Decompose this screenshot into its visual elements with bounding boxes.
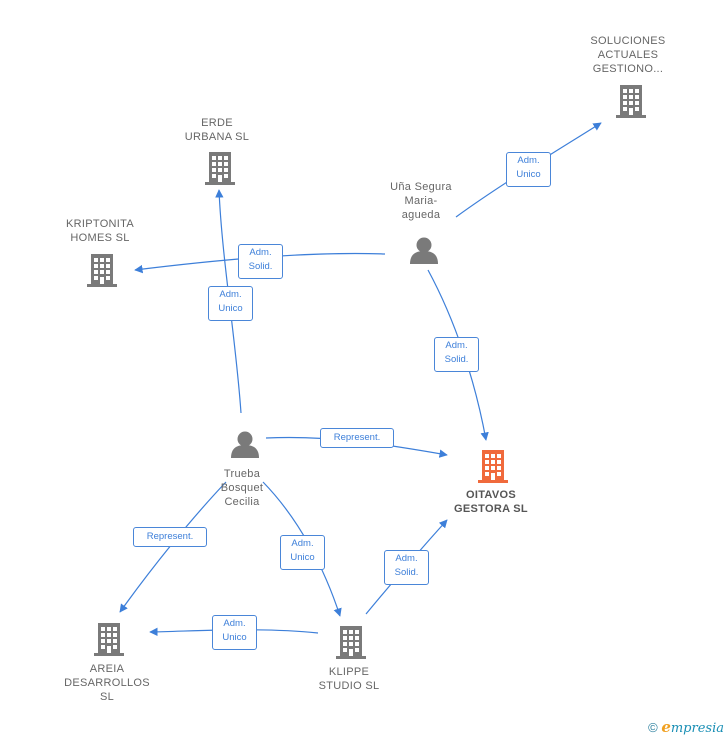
copyright-icon: © <box>648 720 658 735</box>
node-label-soluciones[interactable]: SOLUCIONES ACTUALES GESTIONO... <box>590 35 666 75</box>
footer-brand[interactable]: © empresia <box>648 718 724 736</box>
edge-label-klippe-oitavos[interactable]: Adm. Solid. <box>384 550 429 585</box>
oitavos-building-icon[interactable] <box>478 450 508 483</box>
klippe-building-icon[interactable] <box>336 626 366 659</box>
areia-building-icon[interactable] <box>94 623 124 656</box>
edge-label-una-kriptonita[interactable]: Adm. Solid. <box>238 244 283 279</box>
edge-label-klippe-areia[interactable]: Adm. Unico <box>212 615 257 650</box>
node-label-oitavos[interactable]: OITAVOS GESTORA SL <box>454 489 528 515</box>
edge-label-trueba-klippe[interactable]: Adm. Unico <box>280 535 325 570</box>
empresia-logo: empresia <box>661 718 724 736</box>
soluciones-building-icon[interactable] <box>616 85 646 118</box>
edge-label-trueba-areia[interactable]: Represent. <box>133 527 207 547</box>
node-label-trueba[interactable]: Trueba Bosquet Cecilia <box>220 468 264 508</box>
edge-label-trueba-erde[interactable]: Adm. Unico <box>208 286 253 321</box>
node-label-areia[interactable]: AREIA DESARROLLOS SL <box>64 663 150 703</box>
node-label-kriptonita[interactable]: KRIPTONITA HOMES SL <box>66 218 134 244</box>
node-label-una[interactable]: Uña Segura Maria- agueda <box>390 181 452 221</box>
edge-label-una-oitavos[interactable]: Adm. Solid. <box>434 337 479 372</box>
trueba-person-icon[interactable] <box>231 431 259 459</box>
node-label-klippe[interactable]: KLIPPE STUDIO SL <box>318 666 380 692</box>
kriptonita-building-icon[interactable] <box>87 254 117 287</box>
edge-label-una-soluciones[interactable]: Adm. Unico <box>506 152 551 187</box>
una-person-icon[interactable] <box>410 237 438 265</box>
edge-label-trueba-oitavos[interactable]: Represent. <box>320 428 394 448</box>
node-label-erde[interactable]: ERDE URBANA SL <box>184 117 250 143</box>
erde-building-icon[interactable] <box>205 152 235 185</box>
